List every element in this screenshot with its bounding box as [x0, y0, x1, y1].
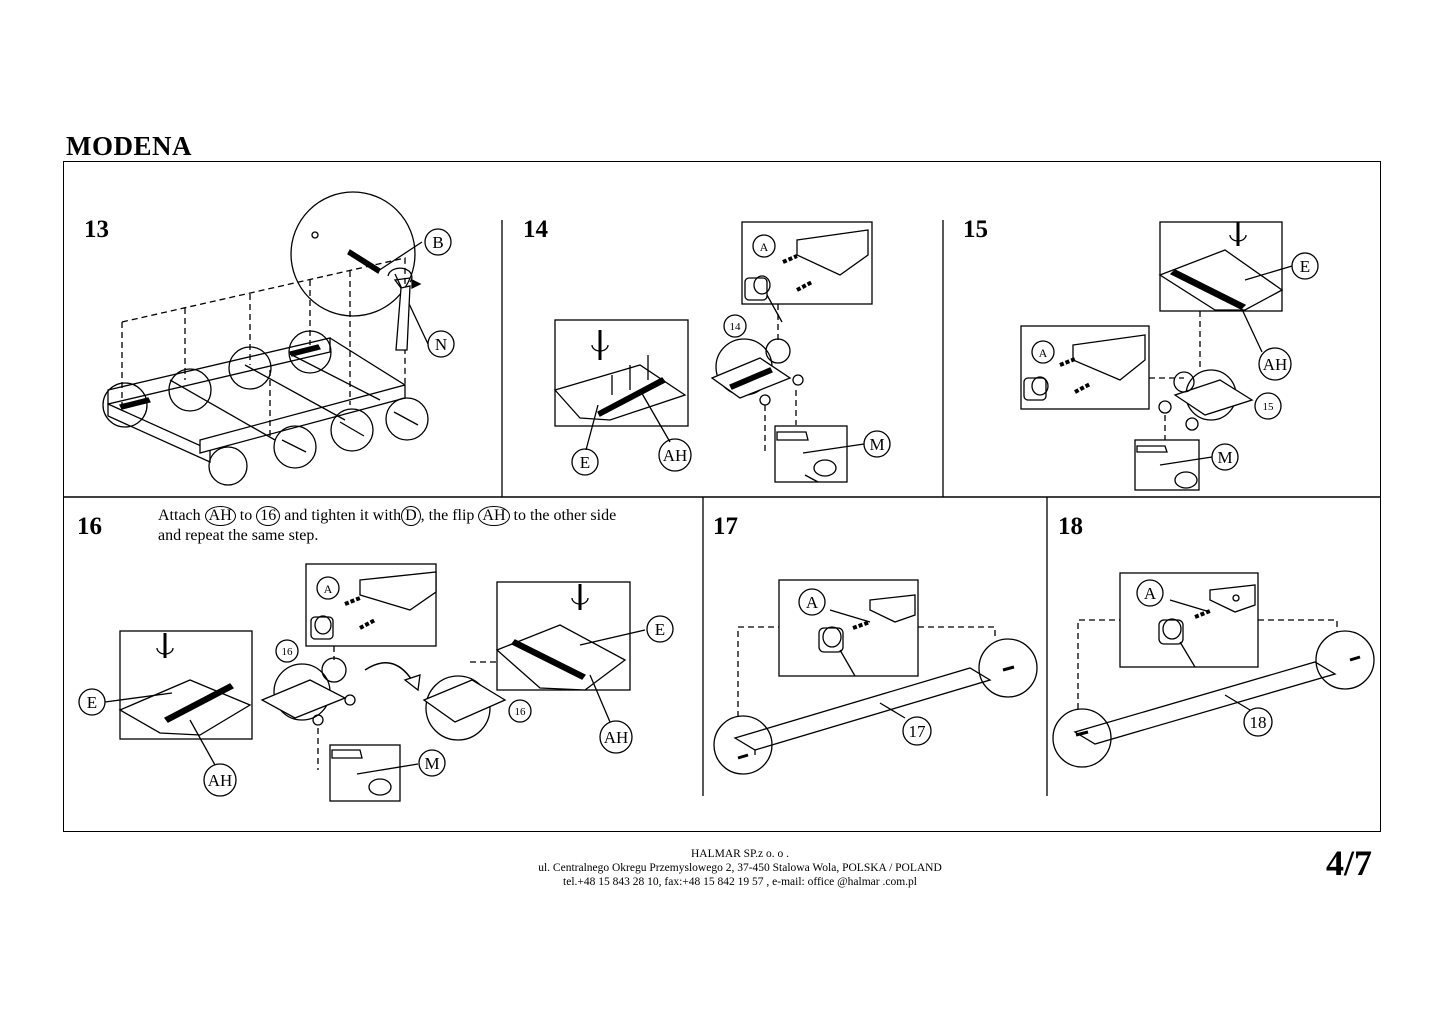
step-14-drawing [553, 221, 891, 483]
label-step15-15: 15 [1263, 401, 1275, 413]
step-15-drawing [1020, 221, 1319, 491]
label-step16-E-right: E [655, 620, 665, 639]
step-17-drawing [713, 579, 1038, 775]
instr-part-ah-2: AH [478, 506, 510, 526]
instr-text-4: , the flip [420, 507, 475, 524]
label-step16-AH-right: AH [604, 728, 629, 747]
instr-part-16: 16 [256, 506, 281, 526]
footer: HALMAR SP.z o. o . ul. Centralnego Okreg… [440, 847, 1040, 889]
label-step16-16-left: 16 [282, 646, 294, 658]
instr-text-line2: and repeat the same step. [158, 527, 319, 544]
step-number-13: 13 [84, 216, 109, 243]
label-step15-A: A [1039, 346, 1048, 360]
step-number-16: 16 [77, 513, 102, 540]
label-step16-A: A [324, 582, 333, 596]
page-number: 4/7 [1326, 843, 1373, 883]
label-step16-AH-left: AH [208, 771, 233, 790]
instr-text-2: to [239, 507, 253, 524]
label-step15-E: E [1300, 257, 1310, 276]
label-step18-A: A [1144, 584, 1157, 603]
footer-contact: tel.+48 15 843 28 10, fax:+48 15 842 19 … [563, 876, 917, 888]
instr-text-1: Attach [158, 507, 201, 524]
label-step16-E-left: E [87, 693, 97, 712]
label-step17-17: 17 [909, 722, 927, 741]
part-labels: B N A 14 E AH M E A AH 15 M A E 16 M AH … [87, 233, 1310, 790]
panel-dividers [63, 220, 1381, 796]
step-number-14: 14 [523, 216, 548, 243]
step-number-17: 17 [713, 513, 738, 540]
label-step14-A: A [760, 240, 769, 254]
label-step14-14: 14 [730, 321, 742, 333]
label-step16-M: M [424, 754, 439, 773]
instr-text-5: to the other side [513, 507, 617, 524]
label-step13-B: B [432, 233, 443, 252]
instr-part-ah: AH [204, 506, 236, 526]
document-title: MODENA [66, 131, 192, 161]
step-number-18: 18 [1058, 513, 1083, 540]
label-step16-16-right: 16 [515, 706, 527, 718]
label-step15-AH: AH [1263, 355, 1288, 374]
label-step14-E: E [580, 453, 590, 472]
footer-address: ul. Centralnego Okregu Przemyslowego 2, … [538, 862, 942, 874]
label-step14-M: M [869, 435, 884, 454]
label-step13-N: N [435, 335, 447, 354]
footer-company: HALMAR SP.z o. o . [690, 848, 790, 860]
step-18-drawing [1052, 572, 1375, 768]
step-number-15: 15 [963, 216, 988, 243]
label-step17-A: A [806, 593, 819, 612]
instr-text-3: and tighten it with [284, 507, 402, 524]
label-step15-M: M [1217, 448, 1232, 467]
step-13-drawing [102, 191, 455, 486]
step-16-drawing [78, 563, 674, 802]
instr-part-d: D [401, 506, 421, 526]
label-step18-18: 18 [1250, 713, 1267, 732]
label-step14-AH: AH [663, 446, 688, 465]
